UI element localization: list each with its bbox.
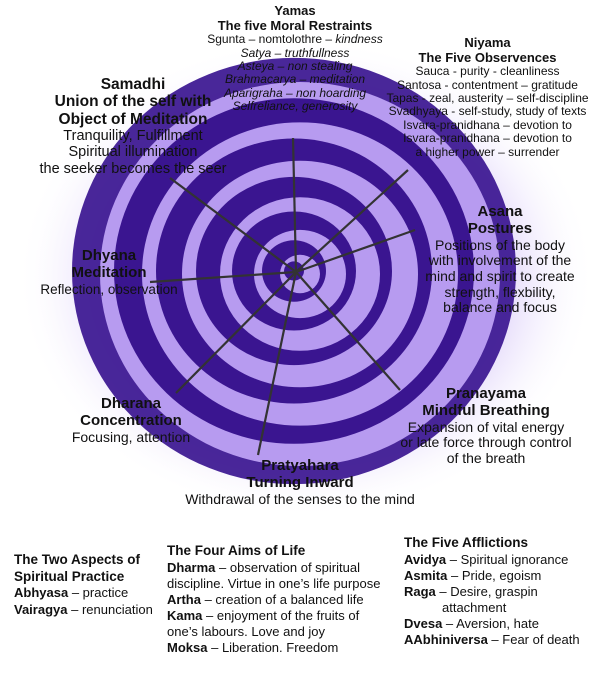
samadhi-subtitle: Union of the self with	[54, 93, 212, 111]
niyama-label: Niyama The Five Observences Sauca - puri…	[375, 35, 600, 159]
dhyana-subtitle: Meditation	[71, 263, 147, 281]
spoke-asana	[295, 228, 416, 274]
samadhi-line: Tranquility, Fulfillment	[63, 128, 203, 145]
asana-subtitle: Postures	[467, 219, 533, 237]
pranayama-line: Expansion of vital energy	[407, 418, 565, 435]
aspects-title: Spiritual Practice	[14, 568, 125, 584]
affliction-item: Asmita – Pride, egoism	[404, 567, 542, 583]
dhyana-label: Dhyana Meditation Reflection, observatio…	[24, 247, 194, 297]
pratyahara-line: Withdrawal of the senses to the mind	[185, 490, 415, 507]
limb-spokes	[149, 137, 416, 456]
affliction-item: Raga – Desire, graspin	[404, 583, 538, 599]
pranayama-title: Pranayama	[445, 385, 527, 402]
samadhi-subtitle: Object of Meditation	[58, 110, 208, 128]
niyama-title: Niyama	[464, 35, 511, 50]
pranayama-subtitle: Mindful Breathing	[422, 401, 550, 419]
spoke-yamas	[291, 137, 298, 273]
niyama-line: Tapas - zeal, austerity – self-disciplin…	[386, 90, 589, 105]
aspect-item: Abhyasa – practice	[14, 585, 129, 601]
spoke-niyama	[295, 169, 409, 273]
pratyahara-label: Pratyahara Turning Inward Withdrawal of …	[150, 457, 450, 507]
asana-line: mind and spirit to create	[425, 267, 575, 284]
niyama-line: Isvara-pranidhana – devotion to	[403, 117, 572, 132]
yamas-subtitle: The five Moral Restraints	[217, 17, 373, 33]
dharana-label: Dharana Concentration Focusing, attentio…	[56, 395, 206, 445]
niyama-line: Sauca - purity - cleanliness	[415, 64, 560, 79]
aspects-title: The Two Aspects of	[14, 552, 141, 567]
niyama-line: Isvara-pranidhana – devotion to	[403, 131, 572, 146]
niyama-subtitle: The Five Observences	[418, 49, 557, 65]
pranayama-line: or late force through control	[400, 434, 572, 451]
dhyana-title: Dhyana	[81, 247, 137, 264]
aim-item: Artha – creation of a balanced life	[167, 591, 364, 607]
aspect-item: Vairagya – renunciation	[14, 601, 153, 617]
dharana-line: Focusing, attention	[71, 428, 191, 445]
samadhi-line: Spiritual illumination	[68, 144, 198, 161]
aim-item-continued: one’s labours. Love and joy	[167, 624, 326, 640]
asana-line: Positions of the body	[435, 236, 565, 253]
yamas-line: Aparigraha – non hoarding	[223, 85, 367, 100]
five-afflictions-section: The Five Afflictions Avidya – Spiritual …	[404, 535, 600, 648]
aim-item: Moksa – Liberation. Freedom	[167, 640, 339, 656]
yamas-line: Brahmacarya – meditation	[224, 72, 366, 87]
pratyahara-title: Pratyahara	[261, 457, 339, 474]
asana-line: with involvement of the	[428, 252, 572, 269]
niyama-line: a higher power – surrender	[415, 144, 560, 159]
four-aims-section: The Four Aims of Life Dharma – observati…	[167, 543, 389, 656]
samadhi-label: Samadhi Union of the self with Object of…	[18, 76, 248, 177]
afflictions-title: The Five Afflictions	[404, 535, 529, 550]
aim-item: Dharma – observation of spiritual	[167, 559, 360, 575]
asana-line: strength, flexbility,	[444, 283, 556, 300]
asana-title: Asana	[477, 203, 523, 220]
pratyahara-subtitle: Turning Inward	[246, 473, 354, 491]
affliction-item-continued: attachment	[442, 600, 507, 616]
aim-item: Kama – enjoyment of the fruits of	[167, 608, 360, 624]
two-aspects-section: The Two Aspects of Spiritual Practice Ab…	[14, 552, 174, 618]
niyama-line: Svadhyaya - self-study, study of texts	[388, 104, 587, 119]
yamas-label: Yamas The five Moral Restraints Sgunta –…	[205, 3, 385, 114]
samadhi-title: Samadhi	[100, 76, 166, 93]
yamas-line: Satya – truthfullness	[240, 45, 350, 60]
yamas-line: Sgunta – nomtolothre – kindness	[207, 32, 383, 47]
asana-label: Asana Postures Positions of the body wit…	[402, 203, 598, 316]
aim-item-continued: discipline. Virtue in one’s life purpose	[167, 575, 381, 591]
affliction-item: AAbhiniversa – Fear of death	[404, 632, 580, 648]
dhyana-line: Reflection, observation	[40, 281, 178, 297]
spoke-dhyana	[149, 270, 297, 284]
niyama-line: Santosa - contentment – gratitude	[397, 77, 578, 92]
pranayama-line: of the breath	[446, 449, 526, 466]
spoke-pranayama	[295, 271, 401, 391]
asana-line: balance and focus	[443, 299, 557, 316]
spoke-pratyahara	[256, 271, 298, 456]
spoke-dharana	[175, 271, 297, 394]
dharana-title: Dharana	[100, 395, 162, 412]
aims-title: The Four Aims of Life	[167, 543, 306, 558]
yamas-line: Selfreliance, generosity	[232, 99, 358, 114]
affliction-item: Avidya – Spiritual ignorance	[404, 551, 569, 567]
samadhi-line: the seeker becomes the seer	[39, 160, 227, 177]
pranayama-label: Pranayama Mindful Breathing Expansion of…	[372, 385, 600, 467]
yamas-title: Yamas	[274, 3, 316, 18]
spoke-samadhi	[169, 177, 297, 273]
yamas-line: Asteya – non stealing	[237, 58, 353, 73]
dharana-subtitle: Concentration	[80, 411, 182, 429]
spiral-wheel	[16, 38, 596, 518]
affliction-item: Dvesa – Aversion, hate	[404, 616, 539, 632]
